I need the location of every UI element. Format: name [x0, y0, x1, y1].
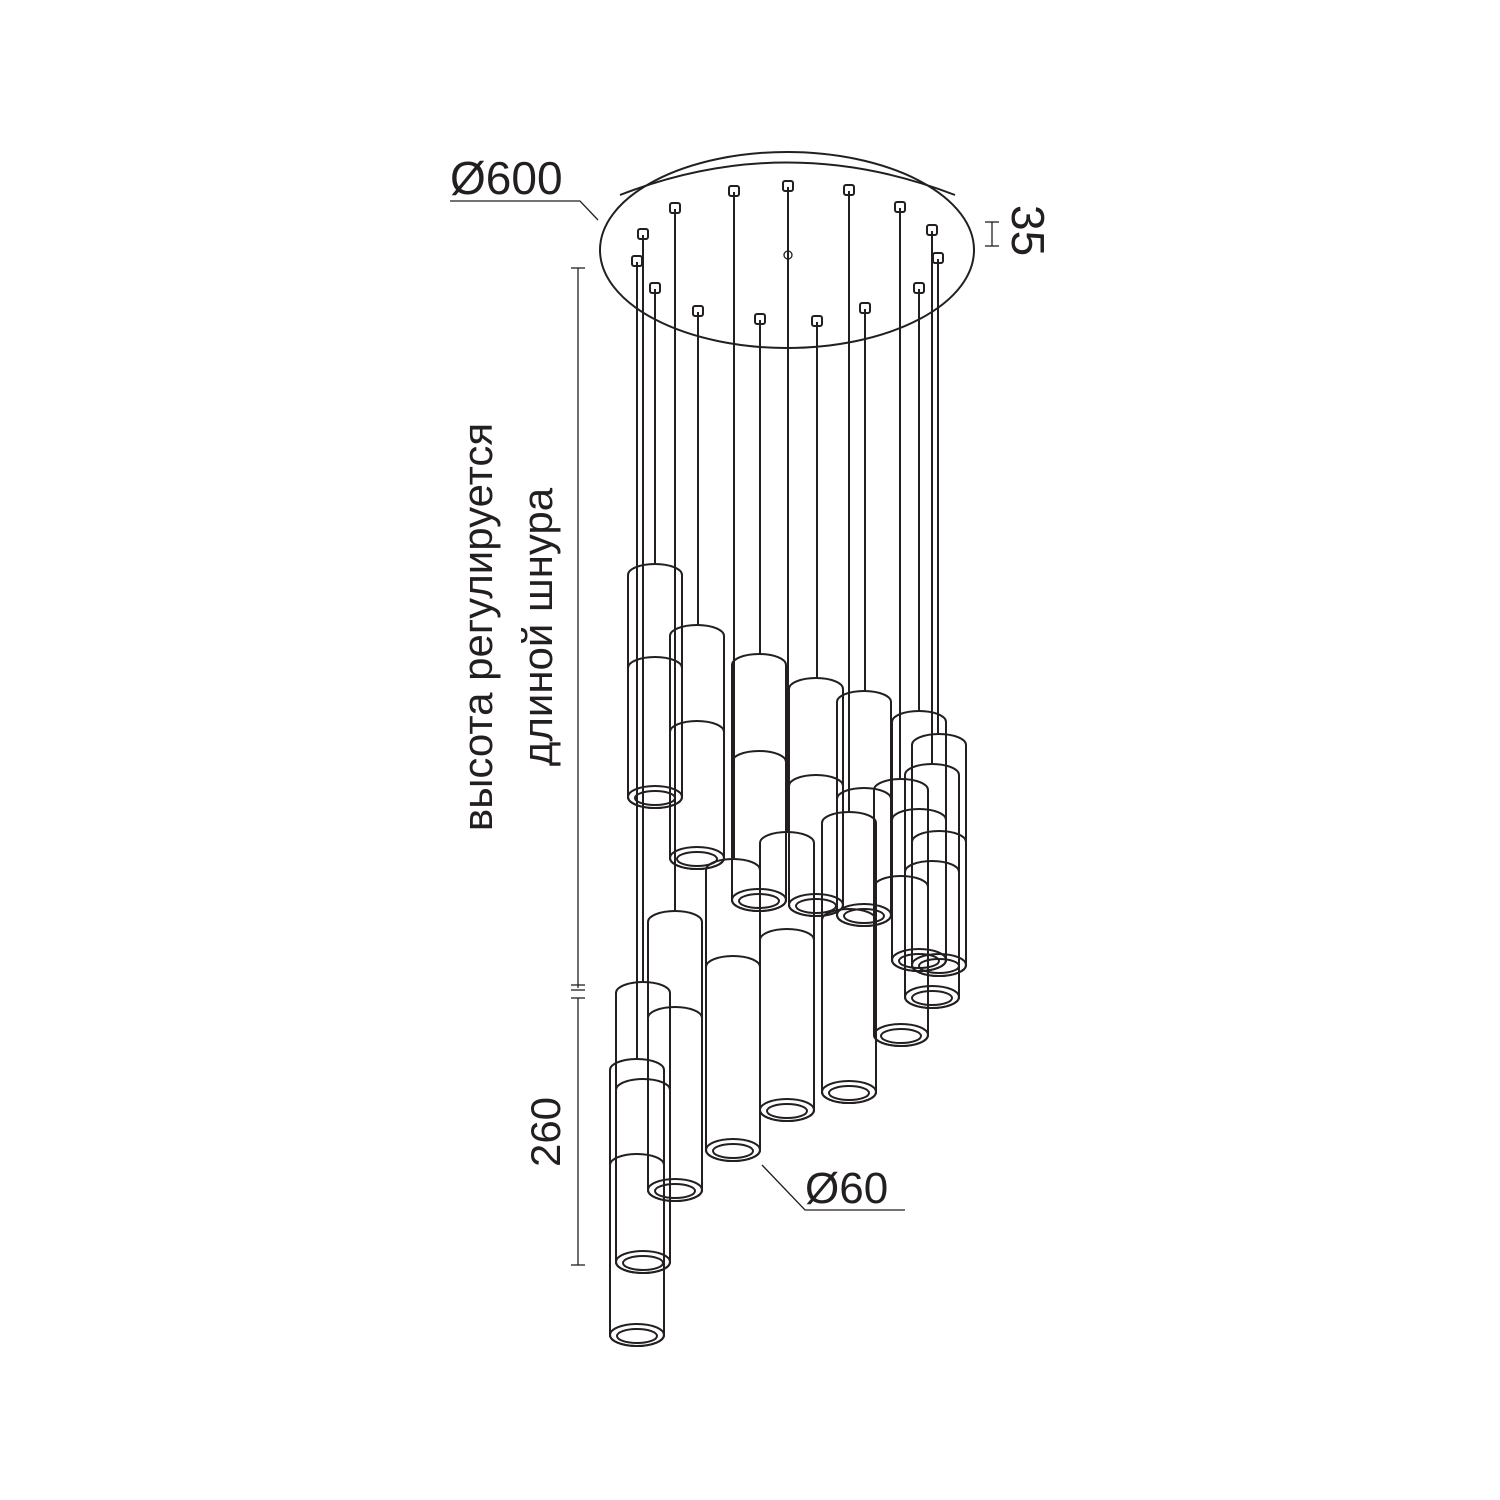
shade-band: [705, 955, 761, 968]
cord-mount: [811, 315, 823, 327]
pendant-shade: [788, 677, 844, 917]
shade-band: [627, 656, 683, 669]
pendant-shade: [911, 733, 967, 977]
note-line-1: высота регулируется: [454, 423, 501, 831]
pendant-shade: [627, 563, 683, 809]
cord-mount: [637, 228, 649, 240]
shade-band: [759, 928, 815, 941]
shade-opening: [615, 1250, 671, 1274]
shade-inner-ring: [634, 790, 676, 806]
cord-mount: [669, 202, 681, 214]
shade-band: [669, 720, 725, 733]
shade-length-dimension: 260: [522, 997, 585, 1266]
shade-opening: [647, 1178, 703, 1202]
shade-inner-ring: [654, 1183, 696, 1199]
pendant-shade: [705, 858, 761, 1162]
shade-inner-ring: [795, 898, 837, 914]
shade-diameter-dimension: Ø60: [761, 1164, 905, 1213]
pendant-shade: [615, 981, 671, 1274]
shade-opening: [627, 785, 683, 809]
shade-inner-ring: [911, 990, 953, 1006]
shade-opening: [873, 1023, 929, 1047]
cord-mount: [859, 302, 871, 314]
cord-mount: [913, 282, 925, 294]
shade-opening: [911, 953, 967, 977]
shade-band: [836, 787, 892, 800]
shade-diameter-label: Ø60: [805, 1164, 888, 1213]
cord-mount: [754, 313, 766, 325]
canopy-diameter-dimension: Ø600: [450, 152, 599, 221]
shade-inner-ring: [828, 1085, 870, 1101]
shade-band: [731, 750, 787, 763]
cord-length-dimension: высота регулируется длиной шнура: [454, 267, 585, 991]
pendant-shade: [647, 910, 703, 1202]
pendant-shade: [836, 690, 892, 927]
note-line-2: длиной шнура: [514, 487, 561, 766]
shade-band: [609, 1153, 665, 1166]
cords: [636, 187, 939, 1060]
leader-line: [450, 200, 599, 221]
pendant-shade: [821, 811, 877, 1104]
shade-opening: [788, 893, 844, 917]
shade-inner-ring: [843, 908, 885, 924]
cord-mount: [728, 185, 740, 197]
canopy-center-mount: [783, 250, 793, 260]
canopy-diameter-label: Ø600: [450, 152, 563, 204]
cord-mount: [782, 180, 794, 192]
cord-mount: [649, 282, 661, 294]
shade-band: [891, 808, 947, 821]
canopy-height-dimension: 35: [985, 205, 1054, 256]
pendant-shades: [609, 563, 967, 1347]
cord-mount: [631, 255, 643, 267]
shade-body: [836, 690, 892, 927]
canopy-bottom: [599, 151, 975, 349]
shade-opening: [669, 846, 725, 870]
shade-band: [615, 1078, 671, 1091]
shade-band: [647, 1006, 703, 1019]
cord-mount: [894, 201, 906, 213]
shade-inner-ring: [712, 1143, 754, 1159]
shade-band: [873, 875, 929, 888]
shade-inner-ring: [676, 851, 718, 867]
shade-length-label: 260: [522, 1097, 569, 1167]
shade-inner-ring: [880, 1028, 922, 1044]
shade-band: [788, 774, 844, 787]
cord-mount: [692, 305, 704, 317]
shade-body: [821, 811, 877, 1104]
cord-mount: [926, 224, 938, 236]
pendant-shade: [904, 763, 960, 1009]
shade-body: [788, 677, 844, 917]
leader-line: [761, 1164, 905, 1211]
shade-band: [904, 860, 960, 873]
pendant-shade: [609, 1058, 665, 1347]
canopy: [599, 151, 975, 349]
shade-opening: [821, 1080, 877, 1104]
shade-opening: [609, 1323, 665, 1347]
shade-band: [911, 830, 967, 843]
shade-inner-ring: [766, 1103, 808, 1119]
shade-inner-ring: [616, 1328, 658, 1344]
shade-opening: [705, 1138, 761, 1162]
cord-mounts: [631, 180, 944, 327]
canopy-top-edge: [619, 161, 956, 196]
cord-mount: [843, 184, 855, 196]
shade-opening: [904, 985, 960, 1009]
canopy-height-label: 35: [1002, 205, 1054, 256]
shade-inner-ring: [622, 1255, 664, 1271]
shade-band: [821, 908, 877, 921]
shade-body: [609, 1058, 665, 1347]
pendant-shade: [669, 624, 725, 870]
shade-body: [615, 981, 671, 1274]
cord-mount: [932, 252, 944, 264]
